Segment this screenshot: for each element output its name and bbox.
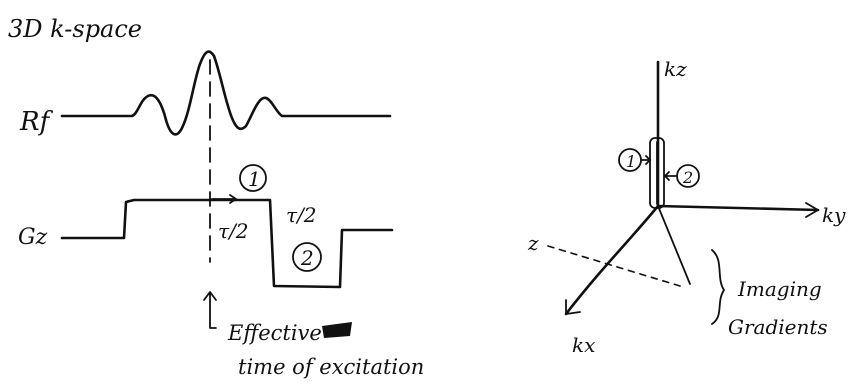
ky-axis xyxy=(656,204,820,212)
tau-half-label-1: τ/2 xyxy=(218,219,249,243)
k-circle-marker-2-label: 2 xyxy=(682,168,693,187)
ky-label: ky xyxy=(822,203,846,227)
scribble-mark xyxy=(322,322,352,338)
k-arrow-1 xyxy=(641,155,651,165)
circle-marker-2 xyxy=(292,242,322,272)
kx-arrowhead xyxy=(565,299,581,315)
k-circle-marker-2 xyxy=(676,164,700,188)
gz-gradient-waveform xyxy=(60,198,394,289)
circle-marker-1-label: 1 xyxy=(248,167,261,191)
kx-axis xyxy=(564,204,660,316)
k-arrow-2 xyxy=(664,171,677,181)
rf-sinc-waveform xyxy=(60,50,392,136)
ky-arrowhead xyxy=(805,202,819,218)
circle-marker-2-label: 2 xyxy=(300,246,314,270)
pulse-arrow-right xyxy=(211,194,237,204)
rf-label: Rf xyxy=(19,107,54,137)
caption-brace xyxy=(711,249,725,325)
kz-label: kz xyxy=(664,57,687,81)
k-circle-marker-1 xyxy=(618,148,642,172)
gz-label: Gz xyxy=(18,225,48,250)
note-line-1: Effective xyxy=(227,321,322,345)
kx-label: kx xyxy=(572,333,595,357)
effective-time-arrow xyxy=(203,291,217,329)
z-label: z xyxy=(527,231,539,255)
excitation-slab xyxy=(649,137,665,209)
z-dashed-axis xyxy=(547,245,681,287)
k-circle-marker-1-label: 1 xyxy=(626,152,636,171)
caption-line-1: Imaging xyxy=(737,277,822,301)
note-line-2: time of excitation xyxy=(238,355,424,379)
imaging-gradient-line xyxy=(657,205,691,285)
circle-marker-1 xyxy=(239,164,267,192)
tau-half-label-2: τ/2 xyxy=(286,203,317,227)
caption-line-2: Gradients xyxy=(728,315,828,339)
diagram-title: 3D k-space xyxy=(8,15,142,43)
